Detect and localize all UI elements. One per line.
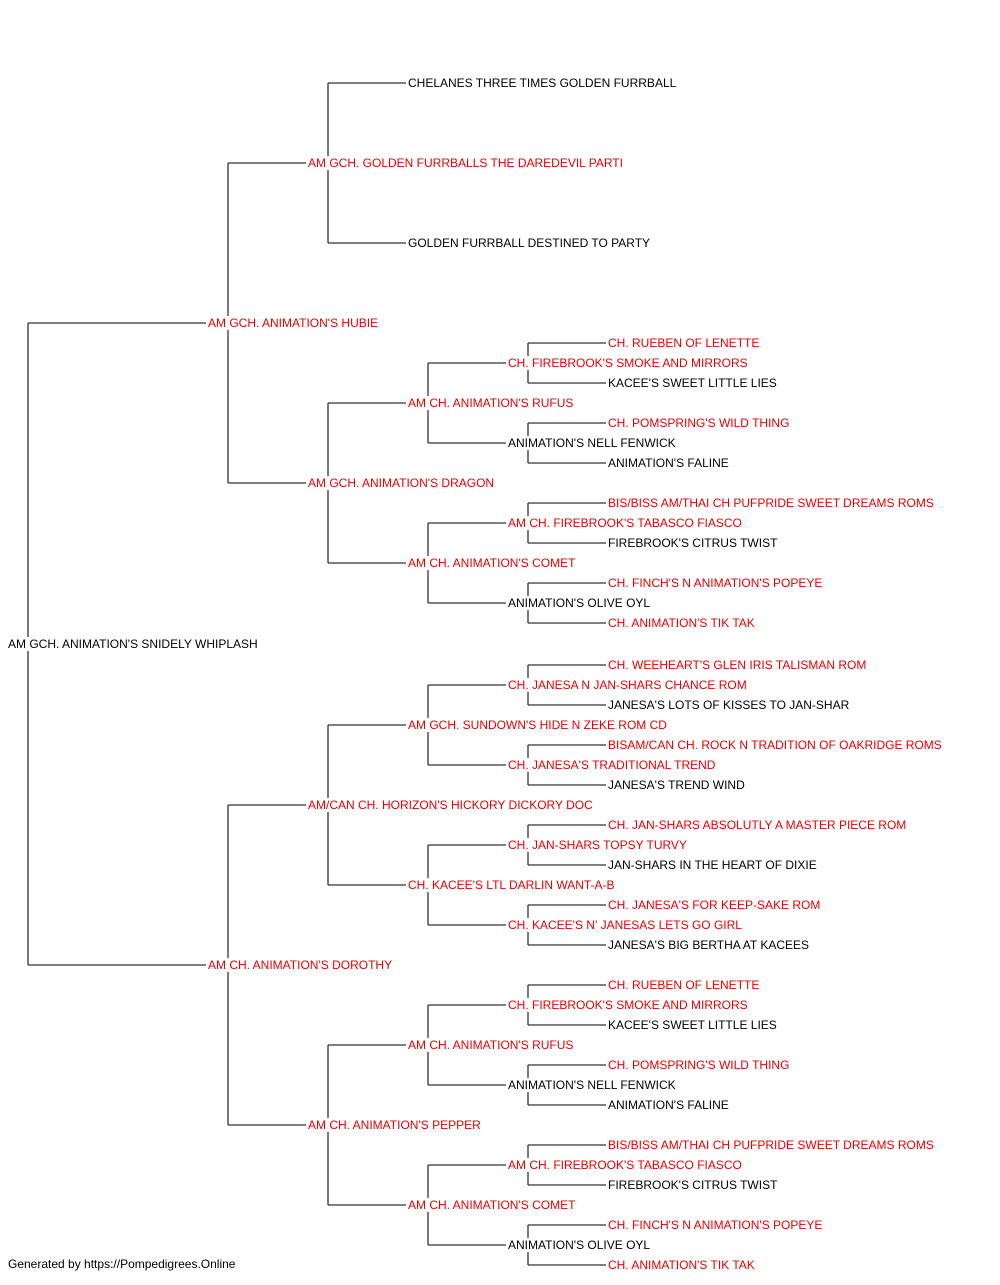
pedigree-ancestor-name: ANIMATION'S OLIVE OYL	[507, 1238, 652, 1252]
pedigree-ancestor-name: JANESA'S TREND WIND	[607, 778, 746, 792]
pedigree-ancestor-name: CH. WEEHEART'S GLEN IRIS TALISMAN ROM	[607, 658, 868, 672]
pedigree-ancestor-name: CH. POMSPRING'S WILD THING	[607, 1058, 791, 1072]
pedigree-ancestor-name: CH. JANESA N JAN-SHARS CHANCE ROM	[507, 678, 748, 692]
pedigree-ancestor-name: ANIMATION'S NELL FENWICK	[507, 1078, 677, 1092]
pedigree-ancestor-name: CH. POMSPRING'S WILD THING	[607, 416, 791, 430]
pedigree-ancestor-name: AM/CAN CH. HORIZON'S HICKORY DICKORY DOC	[307, 798, 594, 812]
pedigree-ancestor-name: CHELANES THREE TIMES GOLDEN FURRBALL	[407, 76, 678, 90]
pedigree-ancestor-name: CH. ANIMATION'S TIK TAK	[607, 616, 756, 630]
pedigree-ancestor-name: FIREBROOK'S CITRUS TWIST	[607, 536, 779, 550]
pedigree-ancestor-name: CH. JANESA'S TRADITIONAL TREND	[507, 758, 717, 772]
footer-credit: Generated by https://Pompedigrees.Online	[8, 1257, 236, 1271]
pedigree-ancestor-name: ANIMATION'S FALINE	[607, 1098, 730, 1112]
pedigree-ancestor-name: AM CH. ANIMATION'S PEPPER	[307, 1118, 482, 1132]
pedigree-ancestor-name: CH. RUEBEN OF LENETTE	[607, 978, 761, 992]
pedigree-ancestor-name: CH. JANESA'S FOR KEEP-SAKE ROM	[607, 898, 822, 912]
pedigree-ancestor-name: AM GCH. GOLDEN FURRBALLS THE DAREDEVIL P…	[307, 156, 624, 170]
pedigree-ancestor-name: CH. FINCH'S N ANIMATION'S POPEYE	[607, 1218, 824, 1232]
pedigree-ancestor-name: KACEE'S SWEET LITTLE LIES	[607, 1018, 778, 1032]
pedigree-ancestor-name: JAN-SHARS IN THE HEART OF DIXIE	[607, 858, 818, 872]
pedigree-ancestor-name: FIREBROOK'S CITRUS TWIST	[607, 1178, 779, 1192]
pedigree-ancestor-name: GOLDEN FURRBALL DESTINED TO PARTY	[407, 236, 652, 250]
pedigree-ancestor-name: CH. KACEE'S LTL DARLIN WANT-A-B	[407, 878, 616, 892]
pedigree-ancestor-name: CH. RUEBEN OF LENETTE	[607, 336, 761, 350]
pedigree-ancestor-name: JANESA'S LOTS OF KISSES TO JAN-SHAR	[607, 698, 851, 712]
pedigree-ancestor-name: CH. FIREBROOK'S SMOKE AND MIRRORS	[507, 998, 749, 1012]
pedigree-ancestor-name: ANIMATION'S NELL FENWICK	[507, 436, 677, 450]
pedigree-ancestor-name: AM GCH. ANIMATION'S HUBIE	[207, 316, 380, 330]
pedigree-ancestor-name: AM GCH. ANIMATION'S DRAGON	[307, 476, 496, 490]
pedigree-ancestor-name: AM GCH. SUNDOWN'S HIDE N ZEKE ROM CD	[407, 718, 668, 732]
pedigree-ancestor-name: BISAM/CAN CH. ROCK N TRADITION OF OAKRID…	[607, 738, 943, 752]
pedigree-ancestor-name: CH. ANIMATION'S TIK TAK	[607, 1258, 756, 1272]
pedigree-ancestor-name: KACEE'S SWEET LITTLE LIES	[607, 376, 778, 390]
pedigree-ancestor-name: CH. JAN-SHARS TOPSY TURVY	[507, 838, 688, 852]
pedigree-ancestor-name: AM CH. ANIMATION'S COMET	[407, 1198, 577, 1212]
pedigree-ancestor-name: ANIMATION'S OLIVE OYL	[507, 596, 652, 610]
pedigree-ancestor-name: BIS/BISS AM/THAI CH PUFPRIDE SWEET DREAM…	[607, 496, 935, 510]
pedigree-ancestor-name: ANIMATION'S FALINE	[607, 456, 730, 470]
pedigree-ancestor-name: CH. KACEE'S N' JANESAS LETS GO GIRL	[507, 918, 743, 932]
pedigree-ancestor-name: AM CH. ANIMATION'S RUFUS	[407, 1038, 575, 1052]
pedigree-ancestor-name: CH. FIREBROOK'S SMOKE AND MIRRORS	[507, 356, 749, 370]
subject-dog-name: AM GCH. ANIMATION'S SNIDELY WHIPLASH	[7, 637, 259, 651]
pedigree-ancestor-name: AM CH. ANIMATION'S COMET	[407, 556, 577, 570]
pedigree-ancestor-name: BIS/BISS AM/THAI CH PUFPRIDE SWEET DREAM…	[607, 1138, 935, 1152]
pedigree-ancestor-name: AM CH. FIREBROOK'S TABASCO FIASCO	[507, 1158, 743, 1172]
pedigree-ancestor-name: CH. JAN-SHARS ABSOLUTLY A MASTER PIECE R…	[607, 818, 908, 832]
pedigree-ancestor-name: AM CH. FIREBROOK'S TABASCO FIASCO	[507, 516, 743, 530]
pedigree-ancestor-name: JANESA'S BIG BERTHA AT KACEES	[607, 938, 811, 952]
pedigree-ancestor-name: AM CH. ANIMATION'S DOROTHY	[207, 958, 394, 972]
pedigree-ancestor-name: AM CH. ANIMATION'S RUFUS	[407, 396, 575, 410]
pedigree-ancestor-name: CH. FINCH'S N ANIMATION'S POPEYE	[607, 576, 824, 590]
